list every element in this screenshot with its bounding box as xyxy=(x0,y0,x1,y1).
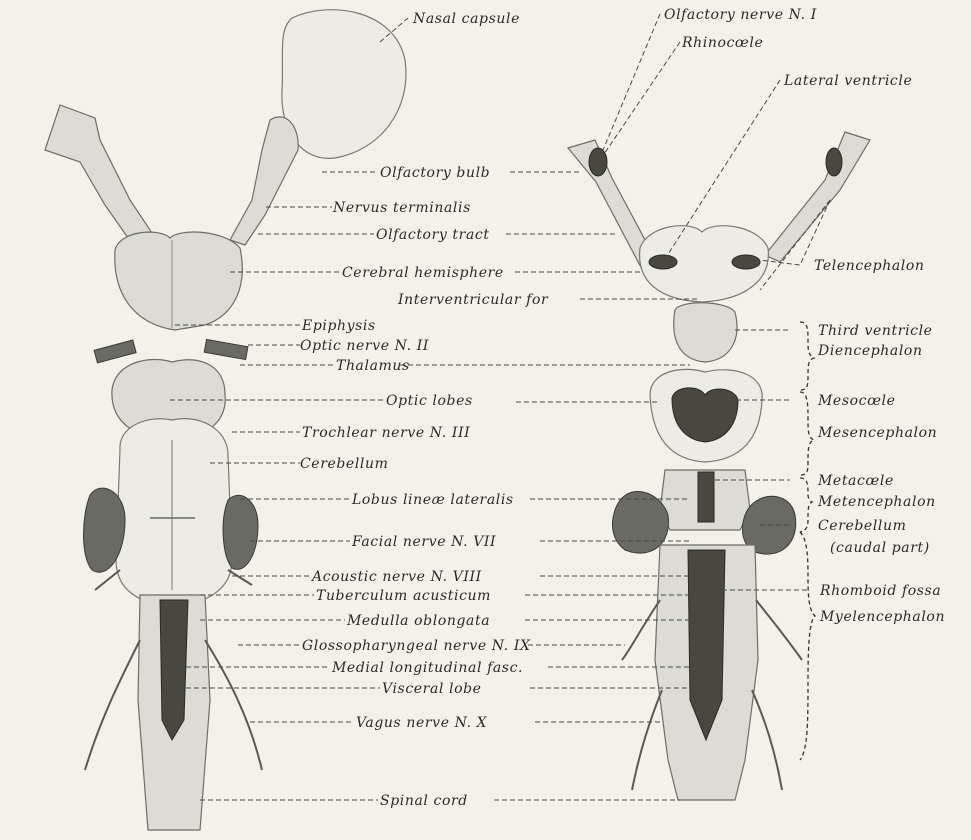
label-rhomboid-fossa: Rhomboid fossa xyxy=(819,583,941,599)
label-diencephalon: Diencephalon xyxy=(817,343,923,359)
label-mesocoele: Mesocœle xyxy=(817,393,895,409)
cerebral-hemispheres xyxy=(115,232,243,330)
label-metacoele: Metacœle xyxy=(817,473,894,489)
right-view-right-vagus xyxy=(752,690,782,790)
metacoele xyxy=(698,472,714,522)
left-acoustic-nerve xyxy=(95,570,120,590)
cerebellum-shape xyxy=(116,419,232,605)
label-telencephalon: Telencephalon xyxy=(814,258,925,274)
label-lobus-lineae-lateralis: Lobus lineæ lateralis xyxy=(351,492,514,508)
label-epiphysis: Epiphysis xyxy=(301,318,376,334)
right-view-right-nerve xyxy=(756,600,802,660)
label-medulla-oblongata: Medulla oblongata xyxy=(346,613,490,629)
region-braces xyxy=(800,322,815,760)
left-caudal-cerebellum xyxy=(612,491,668,553)
rhomboid-groove xyxy=(160,600,188,740)
label-spinal-cord: Spinal cord xyxy=(380,793,468,809)
right-acoustic-nerve xyxy=(228,570,252,585)
label-medial-longitudinal-fasc: Medial longitudinal fasc. xyxy=(331,660,523,676)
right-facial-lobe xyxy=(223,495,258,569)
label-trochlear-nerve: Trochlear nerve N. III xyxy=(302,425,470,441)
label-nervus-terminalis: Nervus terminalis xyxy=(332,200,471,216)
label-tuberculum-acusticum: Tuberculum acusticum xyxy=(316,588,491,604)
right-rhinocoele xyxy=(826,148,842,176)
label-facial-nerve: Facial nerve N. VII xyxy=(351,534,496,550)
right-olfactory-stalk xyxy=(230,117,298,245)
right-vagus-nerve xyxy=(205,640,262,770)
label-olfactory-tract: Olfactory tract xyxy=(376,227,490,243)
label-lateral-ventricle: Lateral ventricle xyxy=(783,73,912,89)
right-lateral-ventricle xyxy=(732,255,760,269)
label-third-ventricle: Third ventricle xyxy=(818,323,933,339)
left-brain-drawing xyxy=(45,10,406,830)
nasal-capsule-shape xyxy=(282,10,406,159)
label-interventricular-for: Interventricular for xyxy=(397,292,549,308)
diencephalon-shape xyxy=(674,303,737,362)
label-mesencephalon: Mesencephalon xyxy=(817,425,937,441)
label-rhinocoele: Rhinocœle xyxy=(681,35,763,51)
label-olfactory-nerve: Olfactory nerve N. I xyxy=(664,7,817,23)
right-view-left-nerve xyxy=(622,600,660,660)
right-optic-nerve xyxy=(204,339,248,359)
right-view-left-vagus xyxy=(632,690,662,790)
label-cerebellum-right: Cerebellum xyxy=(818,518,906,534)
label-glossopharyngeal-nerve: Glossopharyngeal nerve N. IX xyxy=(302,638,531,654)
label-vagus-nerve: Vagus nerve N. X xyxy=(356,715,488,731)
label-acoustic-nerve: Acoustic nerve N. VIII xyxy=(310,569,482,585)
label-thalamus: Thalamus xyxy=(336,358,410,374)
left-optic-nerve xyxy=(94,340,136,363)
label-caudal-part: (caudal part) xyxy=(830,540,930,556)
label-metencephalon: Metencephalon xyxy=(817,494,936,510)
label-nasal-capsule: Nasal capsule xyxy=(412,11,520,27)
label-cerebellum-left: Cerebellum xyxy=(300,456,388,472)
left-vagus-nerve xyxy=(85,640,140,770)
label-visceral-lobe: Visceral lobe xyxy=(382,681,482,697)
label-olfactory-bulb: Olfactory bulb xyxy=(380,165,490,181)
label-myelencephalon: Myelencephalon xyxy=(819,609,945,625)
right-view-right-olfactory-tract xyxy=(765,132,870,262)
label-optic-nerve: Optic nerve N. II xyxy=(300,338,429,354)
label-cerebral-hemisphere: Cerebral hemisphere xyxy=(342,265,504,281)
label-optic-lobes: Optic lobes xyxy=(386,393,473,409)
right-brain-drawing xyxy=(568,132,870,800)
